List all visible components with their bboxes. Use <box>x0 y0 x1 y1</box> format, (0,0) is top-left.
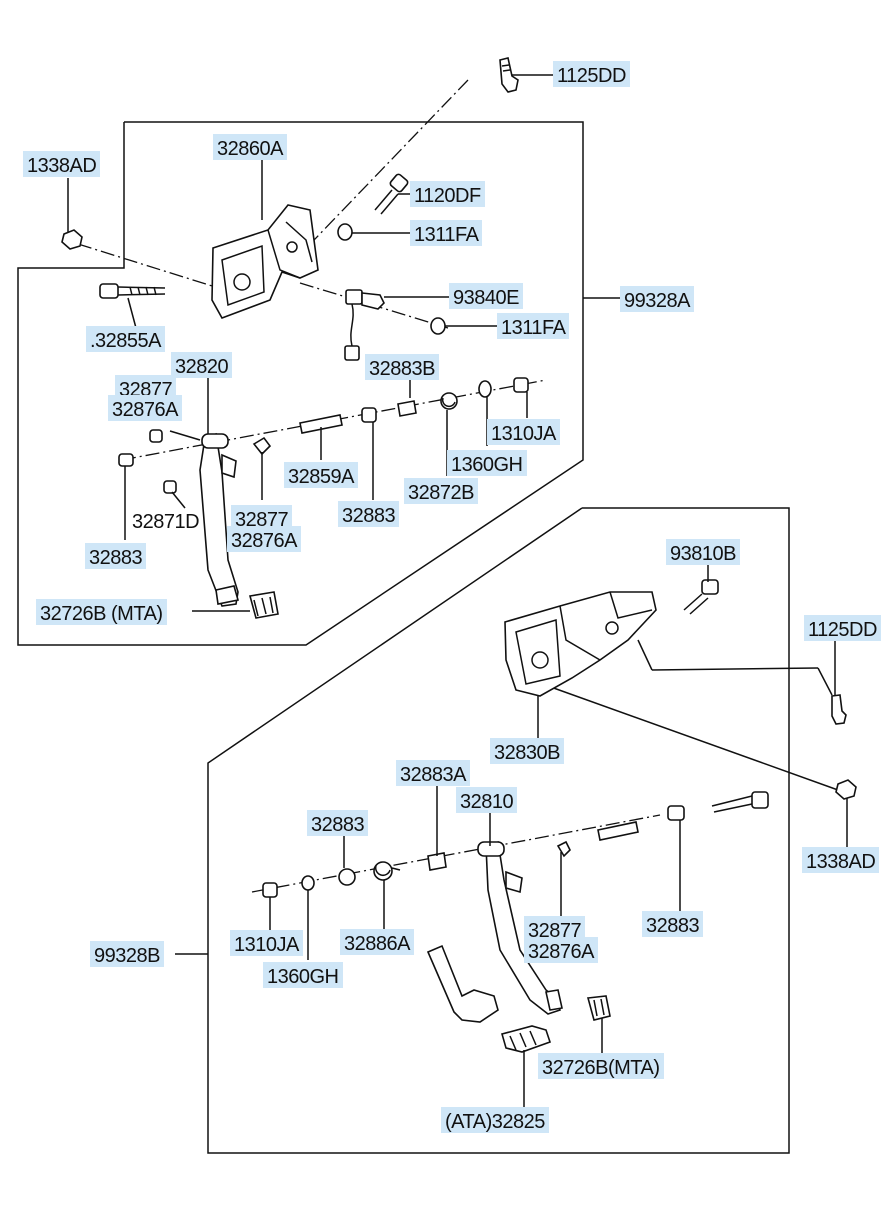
callout-32810[interactable]: 32810 <box>456 787 518 813</box>
screw-1125DD-top <box>499 57 519 93</box>
callout-32876A-b[interactable]: 32876A <box>227 526 301 552</box>
pad-32726B-upper <box>248 591 279 619</box>
pedal-32825-ata <box>426 944 552 1053</box>
upper-group-outline <box>17 121 620 646</box>
lower-axis-parts <box>262 791 769 898</box>
nut-1338AD-top <box>61 229 83 250</box>
bolt-32855A <box>99 283 166 299</box>
callout-32855A[interactable]: .32855A <box>86 326 166 352</box>
callout-99328B[interactable]: 99328B <box>90 941 164 967</box>
callout-32883-c[interactable]: 32883 <box>307 810 369 836</box>
lower-bracket-32830B <box>504 591 657 697</box>
pad-32726B-lower <box>586 995 611 1021</box>
nut-1338AD-lower <box>835 779 857 800</box>
callout-32883-b[interactable]: 32883 <box>85 543 147 569</box>
callout-93840E[interactable]: 93840E <box>449 283 523 309</box>
callout-32830B[interactable]: 32830B <box>490 738 564 764</box>
callout-1311FA-a[interactable]: 1311FA <box>410 220 483 246</box>
lower-leader-lines <box>269 565 848 1108</box>
callout-1125DD-top[interactable]: 1125DD <box>553 61 630 87</box>
callout-1125DD-lower[interactable]: 1125DD <box>804 615 881 641</box>
callout-32820[interactable]: 32820 <box>171 352 233 378</box>
callout-1360GH-b[interactable]: 1360GH <box>263 962 343 988</box>
callout-32726B-mta-b[interactable]: 32726B(MTA) <box>538 1053 664 1079</box>
pedal-32820 <box>199 432 240 607</box>
callout-32872B[interactable]: 32872B <box>404 478 478 504</box>
screw-1125DD-lower <box>831 694 847 725</box>
callout-32883-d[interactable]: 32883 <box>642 911 704 937</box>
callout-32825-ata[interactable]: (ATA)32825 <box>441 1107 549 1133</box>
upper-leader-lines <box>67 74 553 612</box>
callout-1120DF[interactable]: 1120DF <box>410 181 485 207</box>
nut-1311FA-b <box>430 317 446 335</box>
switch-93810B <box>683 579 719 615</box>
callout-1310JA-b[interactable]: 1310JA <box>230 930 303 956</box>
upper-axis-parts <box>118 377 529 494</box>
lower-group-outline <box>175 507 790 1154</box>
callout-1338AD-lower[interactable]: 1338AD <box>802 847 880 873</box>
callout-1311FA-b[interactable]: 1311FA <box>497 313 570 339</box>
callout-32726B-mta-a[interactable]: 32726B (MTA) <box>36 599 167 625</box>
callout-32883-a[interactable]: 32883 <box>338 501 400 527</box>
callout-99328A[interactable]: 99328A <box>620 286 694 312</box>
callout-32860A[interactable]: 32860A <box>213 134 287 160</box>
upper-bracket-32860A <box>211 204 319 319</box>
switch-93840E <box>344 289 385 361</box>
callout-93810B[interactable]: 93810B <box>666 539 740 565</box>
nut-1311FA-a <box>337 223 353 241</box>
bolt-1120DF <box>374 173 409 215</box>
pedal-32810 <box>477 840 563 1015</box>
callout-1310JA-a[interactable]: 1310JA <box>487 419 560 445</box>
callout-1338AD-top[interactable]: 1338AD <box>23 151 101 177</box>
callout-1360GH-a[interactable]: 1360GH <box>447 450 527 476</box>
callout-32883A[interactable]: 32883A <box>396 760 470 786</box>
callout-32871D[interactable]: 32871D <box>132 511 200 533</box>
callout-32886A[interactable]: 32886A <box>340 929 414 955</box>
callout-32876A-a[interactable]: 32876A <box>108 395 182 421</box>
callout-32883B[interactable]: 32883B <box>365 354 439 380</box>
callout-32859A[interactable]: 32859A <box>284 462 358 488</box>
callout-32876A-c[interactable]: 32876A <box>524 937 598 963</box>
lower-axis-lines <box>251 639 839 893</box>
